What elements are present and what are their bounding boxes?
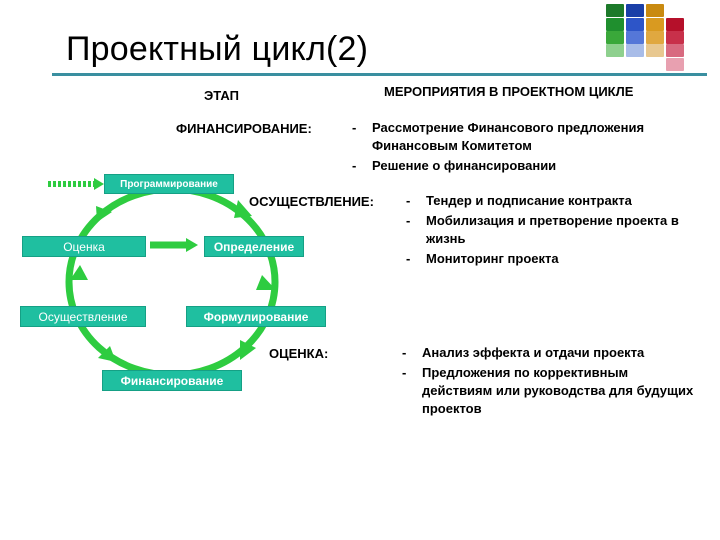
cycle-box-formulation: Формулирование [186,306,326,327]
arrow-to-programming-head [94,178,104,190]
cycle-arrowhead [234,200,252,218]
arrow-evaluation-to-identification-head [186,238,198,252]
cycle-box-financing: Финансирование [102,370,242,391]
cycle-box-evaluation: Оценка [22,236,146,257]
cycle-box-programming: Программирование [104,174,234,194]
cycle-box-identification: Определение [204,236,304,257]
cycle-box-implementation: Осуществление [20,306,146,327]
